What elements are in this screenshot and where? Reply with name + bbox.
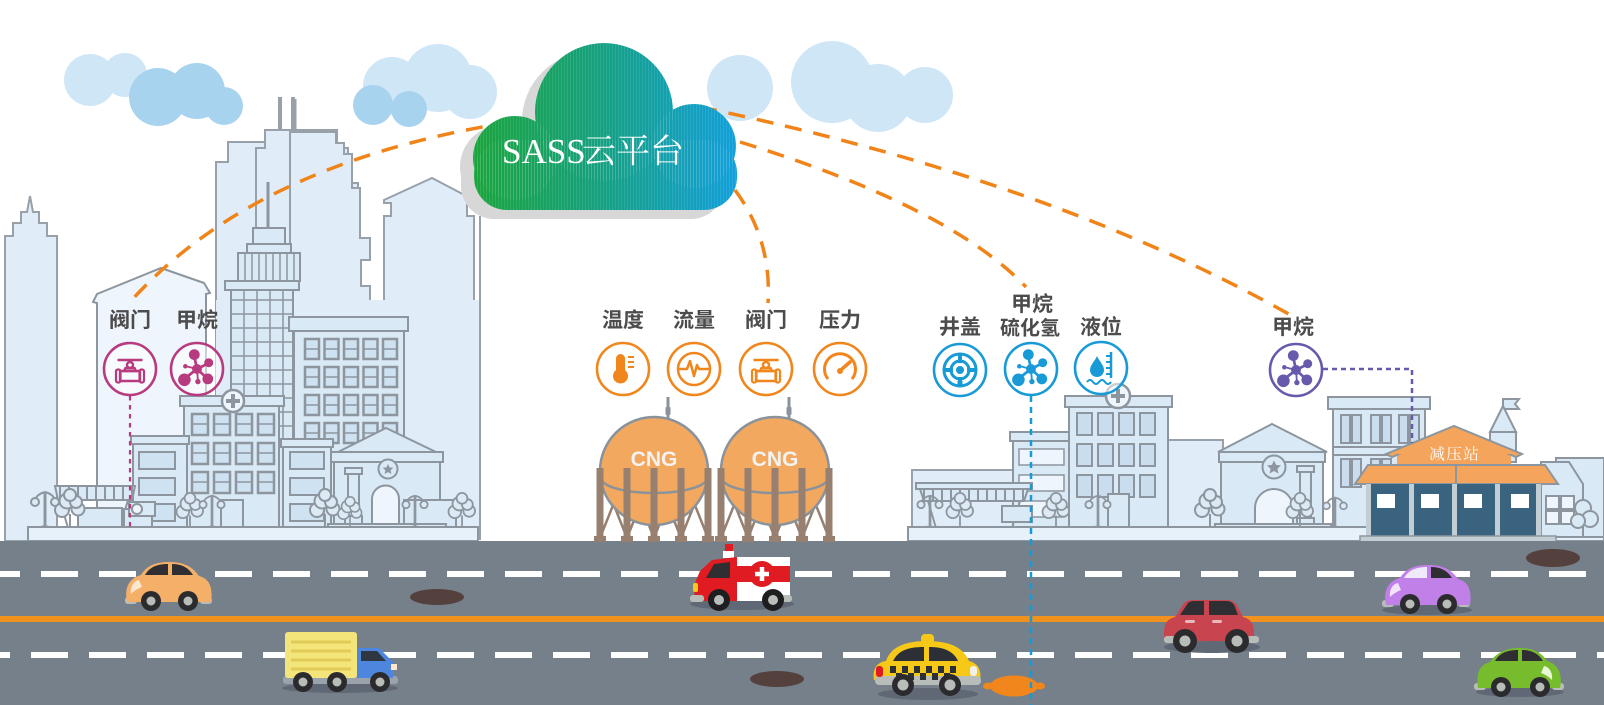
svg-text:SASS: SASS [502,132,586,171]
svg-text:CNG: CNG [752,448,799,471]
svg-text:CNG: CNG [631,448,678,471]
